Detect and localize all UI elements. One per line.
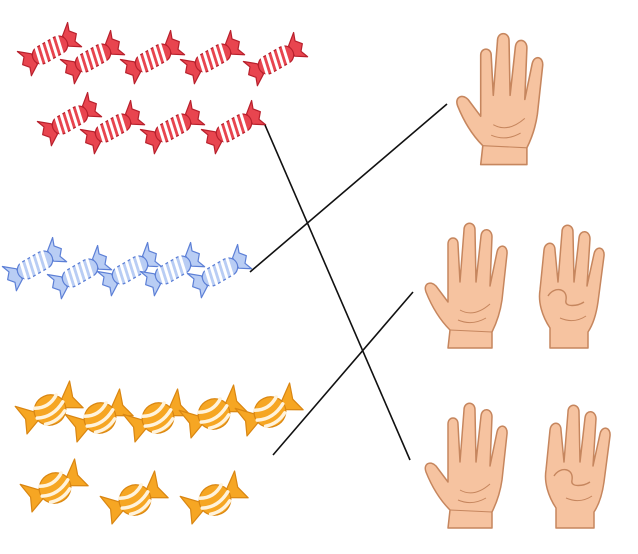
hand-four-icon <box>539 225 605 348</box>
orange-candy-group <box>14 380 305 527</box>
hand-four-icon <box>545 405 611 528</box>
hand-five-icon <box>456 33 543 165</box>
hand-five-icon <box>425 403 508 528</box>
red-candy-group <box>15 21 310 155</box>
hand-card-one-five[interactable] <box>456 33 543 165</box>
red-candy <box>199 99 268 155</box>
red-candy <box>241 31 310 87</box>
orange-candy <box>14 380 85 437</box>
match-line-blue-to-top <box>249 103 448 273</box>
match-line-red-to-bottom <box>264 124 411 461</box>
blue-candy-group <box>0 236 254 300</box>
match-line-orange-to-middle <box>272 291 414 456</box>
hand-card-five-four[interactable] <box>425 223 605 348</box>
orange-candy <box>19 458 90 515</box>
hand-five-icon <box>425 223 508 348</box>
red-candy <box>138 99 207 155</box>
orange-candy <box>122 388 193 445</box>
hand-card-five-four-second[interactable] <box>425 403 611 528</box>
red-candy <box>118 29 187 85</box>
orange-candy <box>99 470 170 527</box>
red-candy <box>178 29 247 85</box>
orange-candy <box>64 388 135 445</box>
orange-candy <box>179 470 250 527</box>
